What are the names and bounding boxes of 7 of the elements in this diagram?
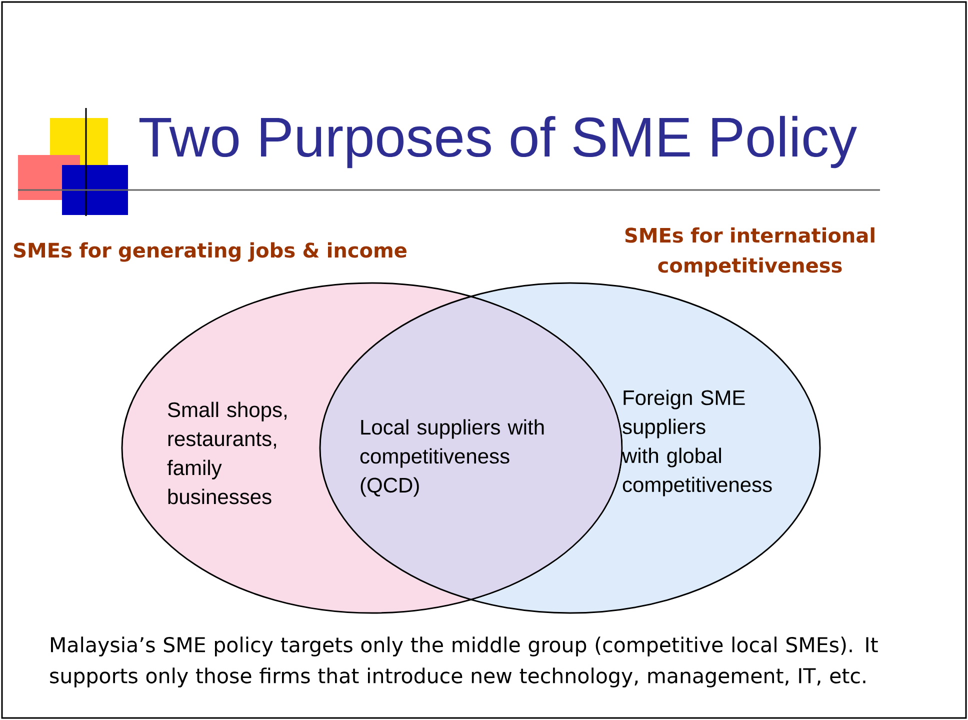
title: Two Purposes of SME Policy xyxy=(139,116,857,168)
circle-heading: SMEs for generating jobs & income xyxy=(14,242,406,262)
circle-text: Foreign SME suppliers with global competitiveness xyxy=(622,390,772,496)
circle-heading: SMEs for international competitiveness xyxy=(625,227,874,277)
caption: Malaysia’s SME policy targets only the middle group (competitive local SMEs). It supports only those firms that introduce new technology, management, IT, etc. xyxy=(50,636,878,688)
overlap-text: Local suppliers with competitiveness (QCD) xyxy=(360,419,544,497)
circle-text: Small shops, restaurants, family businesses xyxy=(167,402,286,504)
